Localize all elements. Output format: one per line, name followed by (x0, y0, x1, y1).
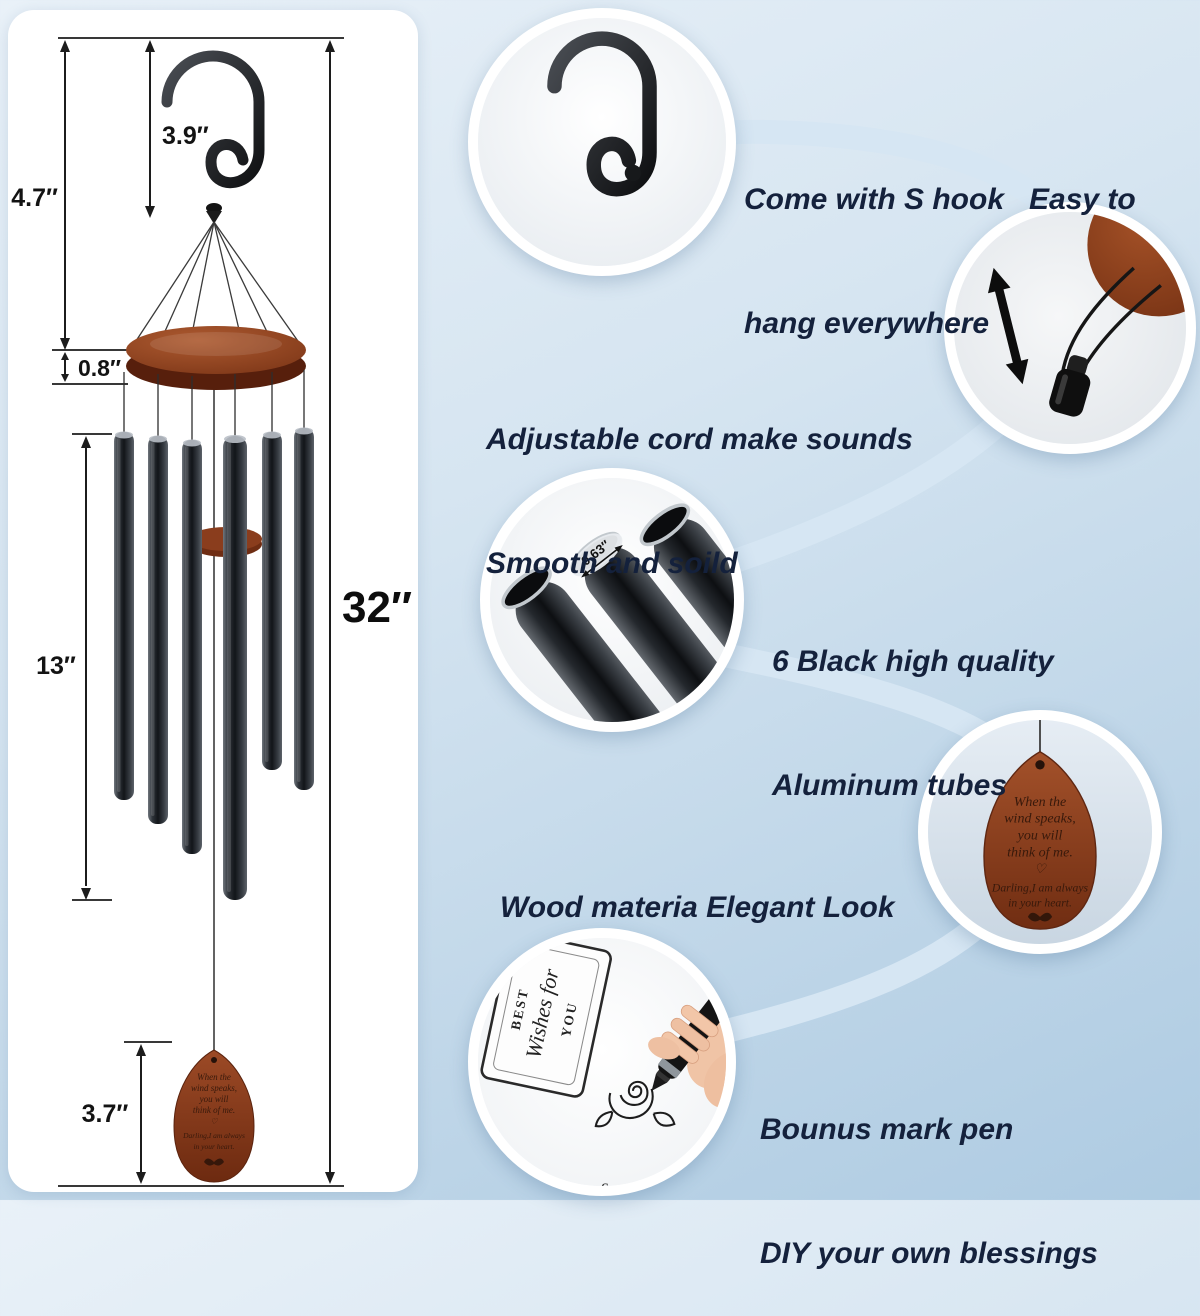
pendant-section-label: 3.7″ (82, 1100, 129, 1128)
reference-lines (52, 37, 344, 1187)
wind-chime-diagram: When the wind speaks, you will think of … (11, 37, 412, 1187)
hook-height-label: 3.9″ (162, 122, 209, 150)
hook-text-line1: Come with S hook Easy to (744, 182, 1136, 216)
callout-circle-cord (944, 202, 1196, 454)
wood-thickness-label: 0.8″ (78, 355, 121, 381)
wood-text-line1: Wood materia Elegant Look (500, 890, 895, 924)
pendant-text-line2: wind speaks, (191, 1083, 237, 1093)
pendant-zoom-line2: wind speaks, (1004, 812, 1076, 827)
pendant-text-line5: Darling,I am always (182, 1131, 245, 1140)
pen-cone (656, 1069, 671, 1083)
pendant-zoom-line4: think of me. (1007, 845, 1073, 860)
pendant-text-line6: in your heart. (193, 1142, 234, 1151)
hook-nut (624, 164, 642, 182)
pen-tip (651, 1073, 668, 1091)
upper-section-label: 4.7″ (11, 184, 58, 212)
wood-top-disc (126, 326, 306, 390)
s-hook (161, 50, 265, 224)
tube-strings (123, 370, 305, 440)
hand-with-pen (648, 989, 726, 1109)
pendant-zoom-line1: When the (1014, 795, 1066, 810)
tube-length-label: 13″ (36, 652, 76, 680)
butterfly-icon (1027, 912, 1053, 922)
dimension-tube-length: 13″ (36, 436, 91, 900)
tube-3 (182, 439, 202, 854)
pendant-zoom-line3: you will (1016, 828, 1063, 843)
product-measurement-panel: When the wind speaks, you will think of … (8, 10, 418, 1192)
pendant-zoom-line5: Darling,I am always (991, 882, 1089, 895)
pen-text-line1: Bounus mark pen (760, 1112, 1014, 1146)
pendant-text-line1: When the (197, 1072, 231, 1082)
pen-text-line2: DIY your own blessings (760, 1236, 1098, 1270)
card-line3: YOU (558, 1000, 580, 1038)
dimension-pendant-section: 3.7″ (82, 1044, 146, 1184)
callout-text-pen: Bounus mark pen DIY your own blessings (760, 1026, 1190, 1316)
tube-photo-3 (639, 503, 734, 722)
pendant-heart-icon: ♡ (210, 1117, 218, 1126)
pen-ring (657, 1057, 681, 1079)
hook-cone (206, 211, 222, 224)
rose-drawing (594, 1080, 676, 1128)
dimension-wood-thickness: 0.8″ (61, 352, 121, 382)
pendant-hole (211, 1057, 217, 1063)
pendant-text-line4: think of me. (193, 1105, 235, 1115)
hook-text-line2: hang everywhere (744, 306, 990, 340)
callout-text-wood: Wood materia Elegant Look (500, 804, 930, 970)
butterfly-icon (204, 1158, 224, 1166)
tube-photo-1 (501, 566, 701, 722)
wind-catcher-pendant: When the wind speaks, you will think of … (173, 1049, 255, 1183)
callout-text-tubes: 6 Black high quality Aluminum tubes (772, 558, 1192, 848)
tubes-text-line2: Aluminum tubes (772, 768, 1008, 802)
callout-circle-s-hook (468, 8, 736, 276)
tube-2 (148, 435, 168, 824)
tube-5 (262, 431, 282, 770)
callout-circle-pen: BEST Wishes for YOU Special Gift (468, 928, 736, 1196)
finger-2 (670, 1017, 710, 1052)
pendant-hole (1035, 760, 1045, 770)
thumb (648, 1036, 680, 1060)
tube-6 (294, 427, 314, 790)
callout-text-cord: Adjustable cord make sounds Smooth and s… (486, 336, 946, 626)
callout-text-hook: Come with S hook Easy to hang everywhere (744, 96, 1189, 386)
callout-circle-wood-pendant: When the wind speaks, you will think of … (918, 710, 1162, 954)
tubes-text-line1: 6 Black high quality (772, 644, 1054, 678)
tube-4 (223, 435, 247, 900)
cord-text-line2: Smooth and soild (486, 546, 738, 580)
adjust-arrow-icon (987, 267, 1029, 385)
wood-pendant-photo: When the wind speaks, you will think of … (983, 750, 1097, 930)
pendant-text-line3: you will (199, 1094, 229, 1104)
pendant-zoom-line6: in your heart. (1008, 897, 1072, 910)
pendant-zoom-heart-icon: ♡ (1034, 861, 1047, 876)
total-length-label: 32″ (342, 583, 412, 632)
dimension-total-length: 32″ (325, 40, 412, 1184)
cord-lock-toggle (1049, 355, 1091, 417)
suspension-strings (133, 221, 301, 345)
dimension-upper-section: 4.7″ (11, 40, 70, 350)
hook-cap (206, 203, 222, 213)
s-hook-photo (547, 31, 657, 197)
dimension-hook-height: 3.9″ (145, 40, 209, 218)
tube-1 (114, 431, 134, 800)
hand-wrist (703, 1050, 726, 1109)
diameter-badge (571, 533, 623, 577)
aluminum-tubes (114, 427, 314, 900)
cord-text-line1: Adjustable cord make sounds (486, 422, 913, 456)
finger-1 (680, 1004, 719, 1038)
